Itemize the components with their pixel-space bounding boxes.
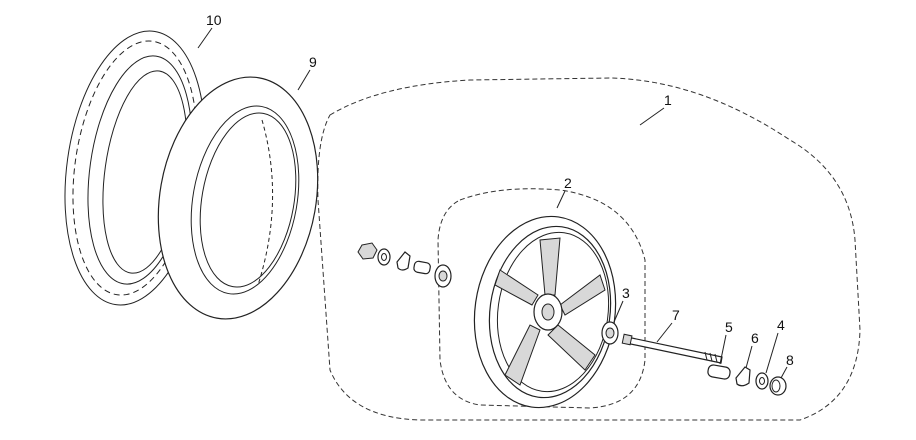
nut-cap	[769, 376, 787, 396]
spacer	[707, 364, 731, 380]
callout-10: 10	[206, 12, 222, 28]
rim-outline	[437, 188, 646, 409]
callout-8: 8	[786, 352, 794, 368]
callout-5: 5	[725, 319, 733, 335]
rim	[473, 215, 617, 409]
washer	[755, 372, 769, 390]
inner-tube	[157, 76, 319, 320]
callout-3: 3	[622, 285, 630, 301]
callout-4: 4	[777, 317, 785, 333]
wheel-assembly-outline	[317, 77, 861, 421]
bearing	[601, 321, 619, 345]
callout-2: 2	[564, 175, 572, 191]
callout-6: 6	[751, 330, 759, 346]
left-hardware	[357, 242, 452, 288]
callout-9: 9	[309, 54, 317, 70]
callout-1: 1	[664, 92, 672, 108]
leader-lines	[197, 27, 788, 379]
axle	[621, 333, 723, 364]
callout-7: 7	[672, 307, 680, 323]
bracket	[735, 366, 751, 387]
